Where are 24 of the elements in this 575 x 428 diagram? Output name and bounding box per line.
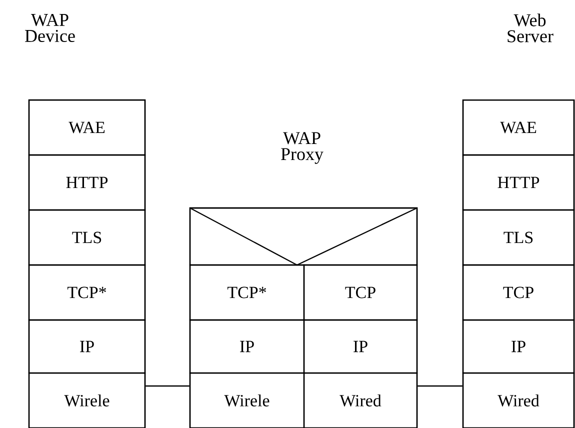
layer-cell: TCP	[462, 264, 575, 321]
layer-cell: TLS	[28, 209, 146, 266]
layer-cell: Wired	[303, 372, 418, 428]
layer-cell: HTTP	[462, 154, 575, 211]
layer-cell: TCP*	[28, 264, 146, 321]
node-label: Web Server	[508, 14, 554, 42]
node-label: WAP Proxy	[281, 132, 324, 164]
layer-cell: IP	[462, 319, 575, 374]
layer-cell: TLS	[462, 209, 575, 266]
layer-cell: IP	[28, 319, 146, 374]
layer-cell: IP	[303, 319, 418, 374]
layer-cell: HTTP	[28, 154, 146, 211]
layer-cell: Wirele	[28, 372, 146, 428]
layer-cell: Wired	[462, 372, 575, 428]
connector-line	[418, 385, 462, 387]
layer-cell: Wirele	[189, 372, 305, 428]
layer-cell: IP	[189, 319, 305, 374]
layer-cell: TCP*	[189, 264, 305, 321]
layer-cell: WAE	[28, 99, 146, 156]
node-label: WAP Device	[25, 14, 75, 42]
merge-layer-box	[189, 207, 418, 266]
connector-line	[146, 385, 190, 387]
layer-cell: TCP	[303, 264, 418, 321]
layer-cell: WAE	[462, 99, 575, 156]
